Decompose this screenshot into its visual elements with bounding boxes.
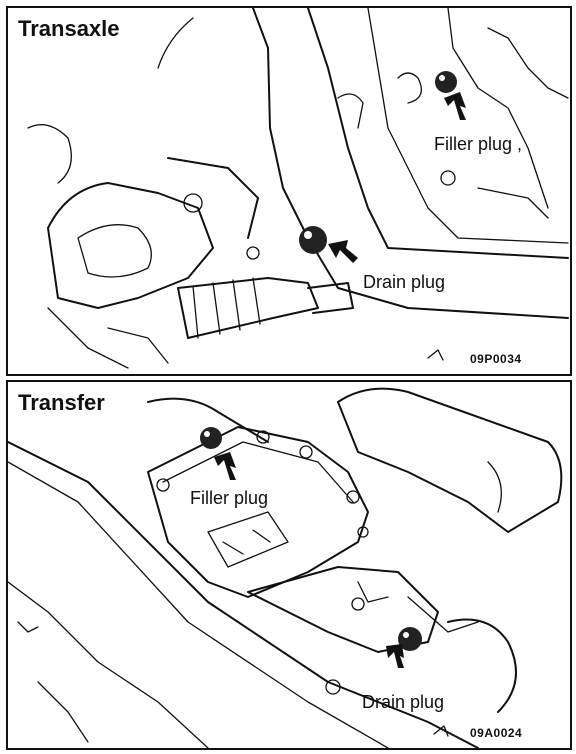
drain-plug-label-transaxle: Drain plug	[363, 272, 446, 292]
figure-code-transaxle: 09P0034	[470, 352, 522, 366]
filler-plug-label-transaxle: Filler plug ,	[434, 134, 523, 154]
panel-title-transfer: Transfer	[18, 390, 105, 415]
transfer-panel: Transfer Filler plug Drain plug 09A0024	[6, 380, 572, 750]
filler-plug-label-transfer: Filler plug	[190, 488, 269, 508]
transaxle-panel: Transaxle Filler plug , Drain plug 09P00…	[6, 6, 572, 376]
panel-title-transaxle: Transaxle	[18, 16, 120, 41]
transaxle-illustration	[27, 8, 569, 369]
figure-code-transfer: 09A0024	[470, 726, 523, 740]
transfer-illustration	[8, 387, 563, 748]
drain-plug-label-transfer: Drain plug	[362, 692, 445, 712]
